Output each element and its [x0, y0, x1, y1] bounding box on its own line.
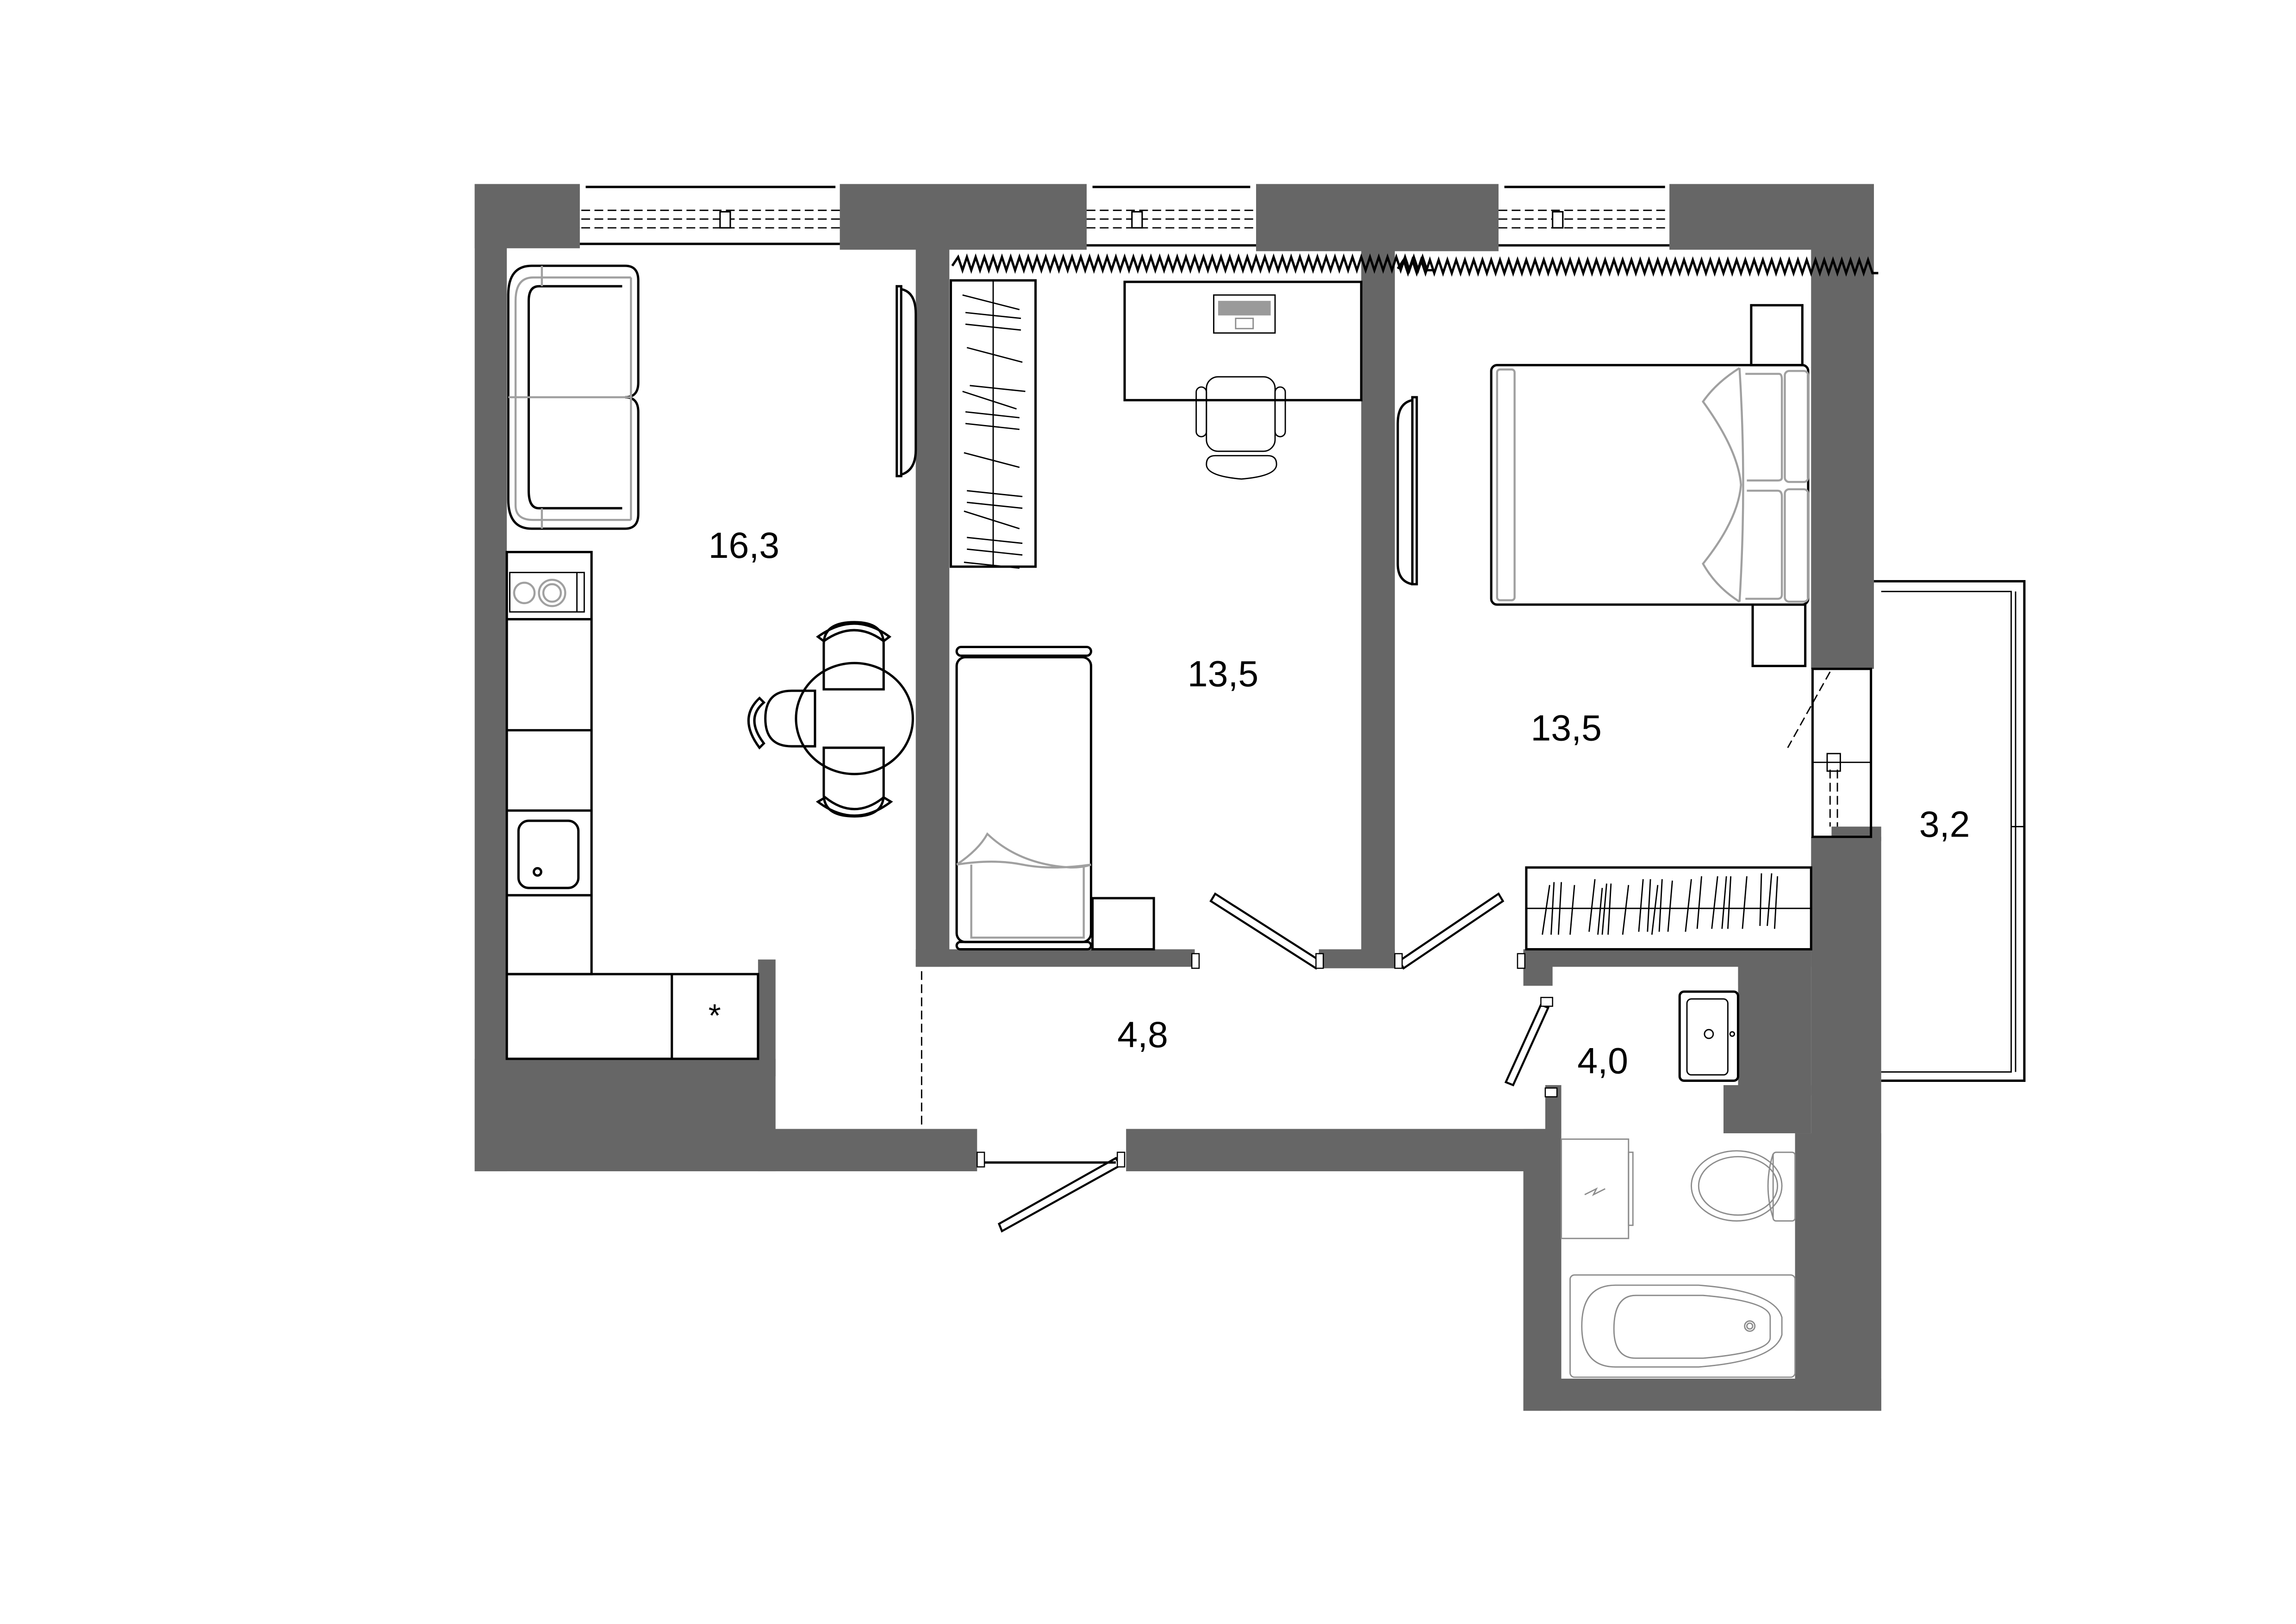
sofa-icon: [507, 264, 640, 530]
area-label-bedroom-1: 13,5: [1188, 654, 1259, 694]
office-chair-icon: [1195, 376, 1286, 480]
tv-icon: [896, 285, 917, 477]
door-study[interactable]: [1191, 892, 1324, 970]
walls: [474, 184, 1881, 1411]
area-label-living-kitchen: 16,3: [709, 525, 780, 566]
room-bathroom: [1561, 986, 1796, 1379]
window-bedroom: [1498, 185, 1670, 247]
area-label-hallway: 4,8: [1117, 1014, 1168, 1055]
area-label-balcony: 3,2: [1919, 804, 1970, 845]
washbasin-icon: [1678, 990, 1739, 1082]
door-entrance[interactable]: [977, 1151, 1126, 1233]
room-living-kitchen: *: [505, 264, 922, 1129]
single-bed-icon: [955, 645, 1092, 951]
curtain-icon: [951, 253, 1433, 274]
window-kitchen: [579, 185, 841, 245]
area-label-bathroom: 4,0: [1577, 1041, 1628, 1081]
bathtub-icon: [1569, 1274, 1796, 1378]
doors: [977, 892, 1558, 1233]
door-bathroom[interactable]: [1504, 997, 1558, 1098]
sink-icon: [517, 819, 580, 889]
window-study: [1086, 185, 1258, 247]
curtain-icon: [1397, 256, 1879, 277]
nightstand-icon: [1091, 897, 1155, 951]
room-bedroom-2: [1396, 256, 1879, 951]
double-bed-icon: [1490, 304, 1810, 668]
area-label-bedroom-2: 13,5: [1531, 707, 1602, 748]
kitchen-marker: *: [709, 998, 721, 1034]
kitchen-counter: [505, 550, 759, 1060]
washing-machine-icon: [1561, 1138, 1634, 1239]
toilet-icon: [1691, 1150, 1796, 1222]
desk-icon: [1123, 281, 1363, 401]
dining-table-icon: [747, 621, 914, 818]
door-bedroom[interactable]: [1394, 892, 1525, 970]
area-labels: 16,3 13,5 13,5 4,8 4,0 3,2: [709, 525, 1970, 1081]
stove-icon: [509, 572, 585, 613]
balcony: [1787, 580, 2026, 1082]
room-bedroom-1: [949, 253, 1433, 951]
windows: [579, 185, 1670, 247]
wardrobe-icon: [1525, 866, 1812, 951]
wardrobe-icon: [949, 279, 1037, 569]
tv-icon: [1396, 396, 1418, 586]
